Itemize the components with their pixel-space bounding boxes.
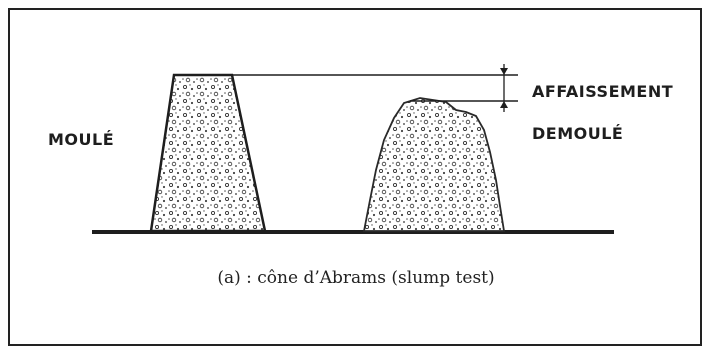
molded-cone	[149, 73, 267, 233]
slump-dimension-marker	[500, 64, 508, 112]
label-slump: AFFAISSEMENT	[532, 82, 674, 101]
label-molded: MOULÉ	[48, 130, 115, 149]
label-demolded: DEMOULÉ	[532, 124, 624, 143]
figure-caption: (a) : cône d’Abrams (slump test)	[217, 268, 495, 288]
slumped-concrete	[362, 97, 506, 232]
figure-frame	[8, 8, 702, 346]
